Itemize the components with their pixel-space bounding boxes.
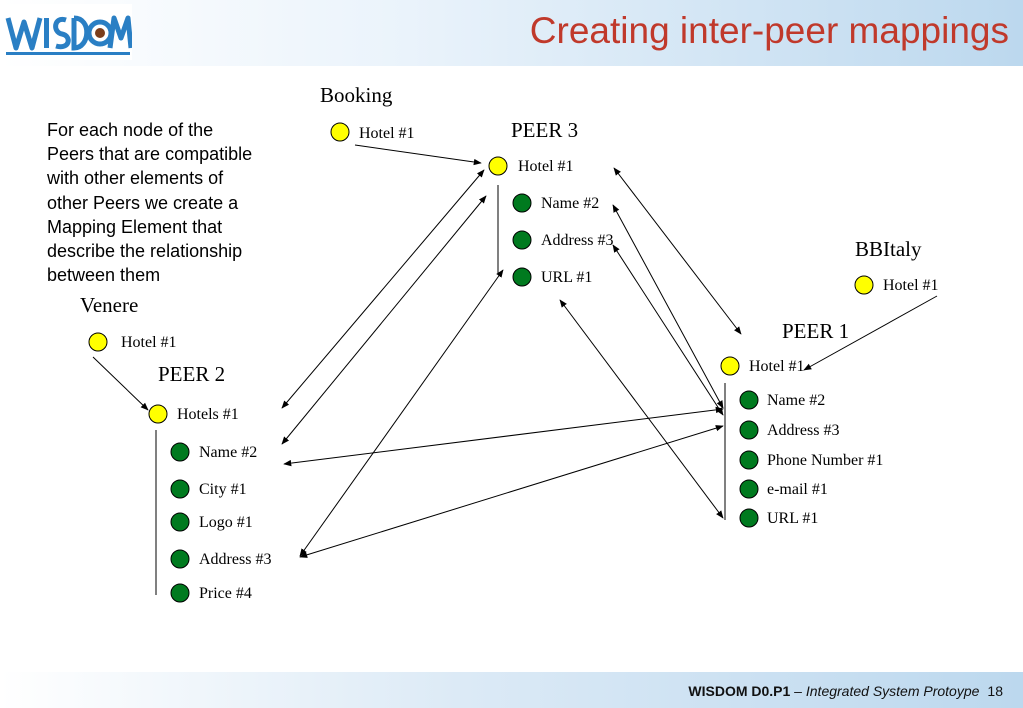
- slide-header: [0, 0, 1023, 66]
- slide-footer: [0, 672, 1023, 708]
- booking-hotel-node: [330, 122, 350, 142]
- arrow-peer3-hotel-peer2-hotels: [281, 169, 485, 409]
- peer2-field-node: [170, 583, 190, 603]
- arrow-peer1-name-peer2-name: [283, 406, 724, 467]
- arrow-peer1-address-peer2-address: [299, 425, 724, 558]
- booking-name: Booking: [320, 83, 393, 107]
- peer3-hotel-node: [488, 156, 508, 176]
- arrow-peer3-hotel-peer1-hotel: [613, 167, 742, 335]
- peer1-hotel-label: Hotel #1: [749, 358, 805, 375]
- peer2-field-city: City #1: [199, 481, 247, 498]
- peer2-field-node: [170, 442, 190, 462]
- page-title: Creating inter-peer mappings: [529, 10, 1009, 51]
- arrow-peer3-url-peer2-address: [299, 269, 504, 557]
- peer2-field-node: [170, 479, 190, 499]
- peer1-field-node: [739, 479, 759, 499]
- wisdom-logo: [4, 4, 132, 60]
- footer-separator: –: [790, 683, 806, 699]
- peer2-field-price: Price #4: [199, 585, 252, 602]
- booking-hotel-label: Hotel #1: [359, 125, 415, 142]
- peer3-field-url: URL #1: [541, 269, 593, 286]
- arrow-peer3-name-peer2-name: [281, 195, 487, 445]
- peer2-field-node: [170, 549, 190, 569]
- arrow-peer3-name-peer1-name: [612, 204, 724, 409]
- peer2-field-name: Name #2: [199, 444, 258, 461]
- peer1-field-node: [739, 508, 759, 528]
- peer3-field-address: Address #3: [541, 232, 614, 249]
- arrow-peer3-url-peer1-url: [559, 299, 724, 519]
- peer1-field-phone: Phone Number #1: [767, 452, 884, 469]
- arrow-peer3-address-peer1-address: [612, 244, 724, 416]
- footer-subtitle: Integrated System Protoype: [805, 683, 980, 699]
- arrow-bbitaly-peer1: [803, 295, 938, 371]
- peer2-field-logo: Logo #1: [199, 514, 253, 531]
- venere-hotel-node: [88, 332, 108, 352]
- arrow-booking-peer3: [354, 144, 482, 166]
- peer1-name: PEER 1: [782, 319, 850, 343]
- venere-hotel-label: Hotel #1: [121, 334, 177, 351]
- peer2-hotel-node: [148, 404, 168, 424]
- peer3-field-node: [512, 267, 532, 287]
- page-number: 18: [987, 683, 1003, 699]
- peer1-field-node: [739, 390, 759, 410]
- peer3-field-node: [512, 193, 532, 213]
- peer3-hotel-label: Hotel #1: [518, 158, 574, 175]
- peer3-name: PEER 3: [511, 118, 579, 142]
- peer1-field-email: e-mail #1: [767, 481, 828, 498]
- footer-project: WISDOM D0.P1: [688, 683, 791, 699]
- peer2-name: PEER 2: [158, 362, 226, 386]
- arrow-venere-peer2: [92, 356, 149, 411]
- peer1-field-address: Address #3: [767, 422, 840, 439]
- venere-name: Venere: [80, 293, 139, 317]
- peer2-field-node: [170, 512, 190, 532]
- peer2-field-address: Address #3: [199, 551, 272, 568]
- peer2-hotel-label: Hotels #1: [177, 406, 239, 423]
- peer1-field-name: Name #2: [767, 392, 826, 409]
- bbitaly-hotel-label: Hotel #1: [883, 277, 939, 294]
- intro-text: For each node of the Peers that are comp…: [47, 120, 253, 286]
- peer3-field-node: [512, 230, 532, 250]
- peer1-field-url: URL #1: [767, 510, 819, 527]
- footer-text: WISDOM D0.P1 – Integrated System Protoyp…: [688, 683, 1003, 699]
- peer1-field-node: [739, 450, 759, 470]
- peer1-hotel-node: [720, 356, 740, 376]
- peer3-field-name: Name #2: [541, 195, 600, 212]
- peer1-field-node: [739, 420, 759, 440]
- bbitaly-hotel-node: [854, 275, 874, 295]
- bbitaly-name: BBItaly: [855, 237, 922, 261]
